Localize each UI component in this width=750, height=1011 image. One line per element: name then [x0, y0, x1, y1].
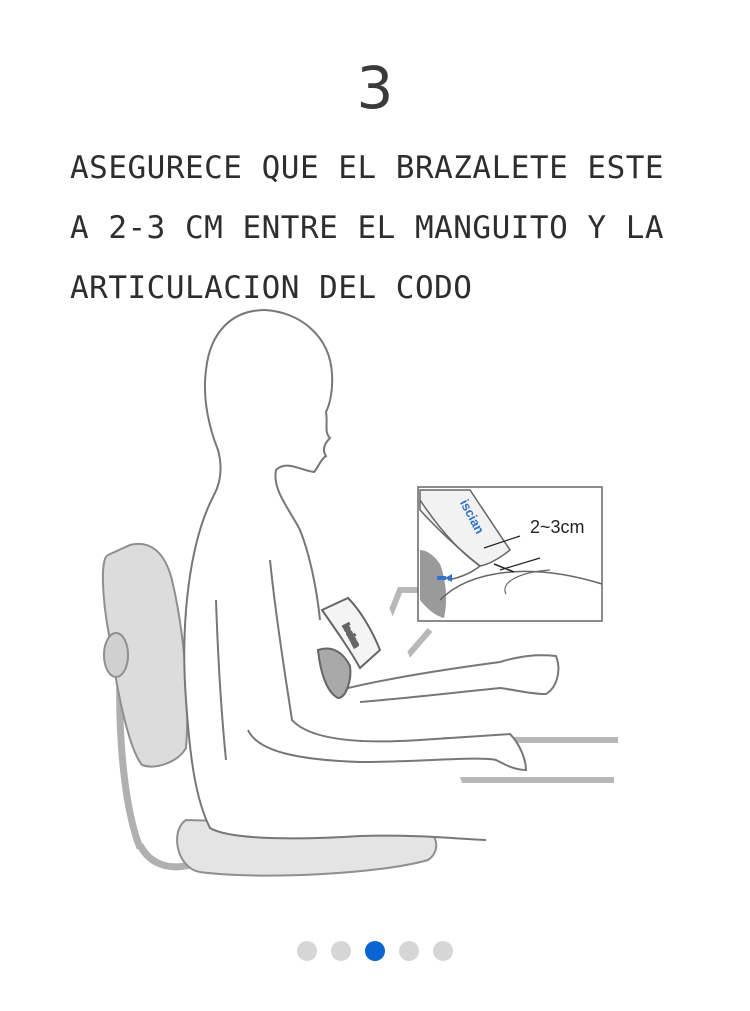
pagination-dots	[0, 941, 750, 963]
instruction-line-2: A 2-3 CM ENTRE EL MANGUITO Y LA	[70, 210, 665, 246]
page-dot-3-active[interactable]	[365, 941, 385, 961]
page-dot-2[interactable]	[331, 941, 351, 961]
person	[183, 309, 560, 841]
blood-pressure-posture-illustration: iscian iscian 2~3cm	[101, 309, 618, 877]
zoom-inset: iscian 2~3cm	[417, 486, 603, 622]
measurement-label: 2~3cm	[530, 517, 585, 537]
step-number: 3	[356, 54, 394, 122]
page-dot-4[interactable]	[399, 941, 419, 961]
instruction-line-1: ASEGURECE QUE EL BRAZALETE ESTE	[70, 150, 665, 186]
page-dot-1[interactable]	[297, 941, 317, 961]
instruction-line-3: ARTICULACION DEL CODO	[70, 270, 473, 306]
cuff-device: iscian	[316, 596, 382, 700]
instruction-text: ASEGURECE QUE EL BRAZALETE ESTE A 2-3 CM…	[70, 138, 710, 318]
page-dot-5[interactable]	[433, 941, 453, 961]
